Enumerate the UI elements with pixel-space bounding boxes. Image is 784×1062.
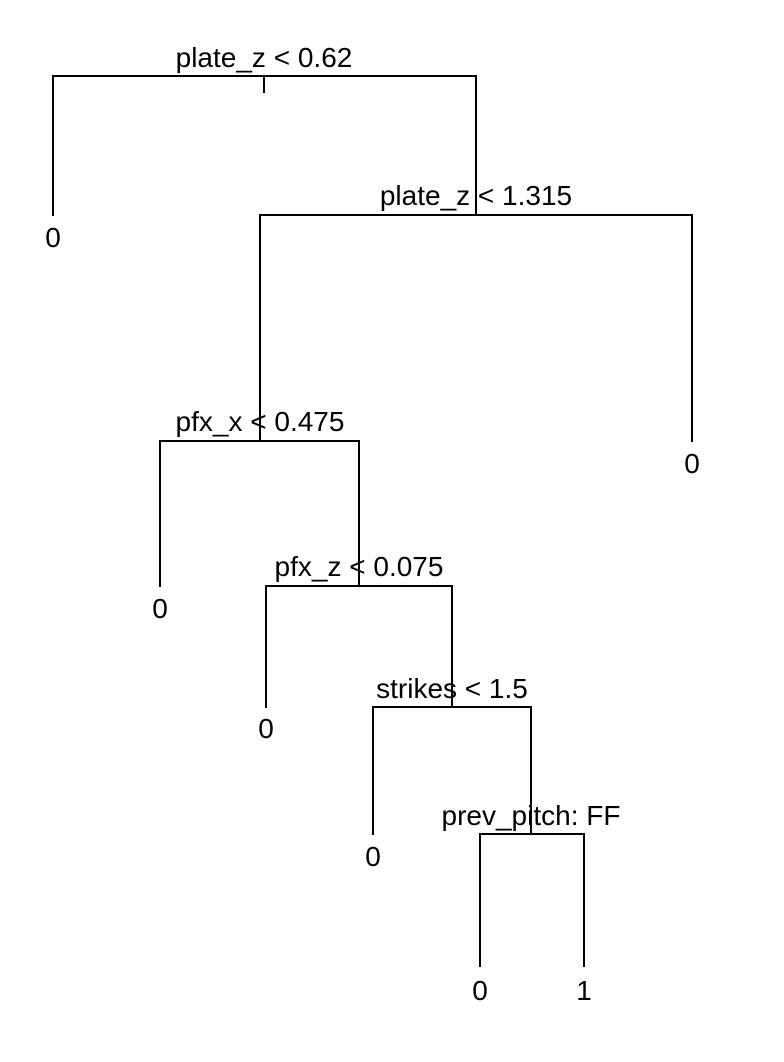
leaf-label-l6: 0: [472, 975, 488, 1006]
split-label-n6: prev_pitch: FF: [442, 800, 621, 831]
leaf-label-l2: 0: [684, 448, 700, 479]
split-label-n3: pfx_x < 0.475: [176, 406, 345, 437]
leaf-label-l3: 0: [152, 593, 168, 624]
leaf-label-l1: 0: [45, 222, 61, 253]
split-labels: plate_z < 0.62 plate_z < 1.315 pfx_x < 0…: [176, 42, 621, 831]
leaf-label-l4: 0: [258, 713, 274, 744]
split-label-n5: strikes < 1.5: [376, 673, 528, 704]
split-label-n1: plate_z < 0.62: [176, 42, 353, 73]
tree-edges: [52, 75, 693, 967]
leaf-label-l5: 0: [365, 841, 381, 872]
split-label-n4: pfx_z < 0.075: [275, 551, 444, 582]
leaf-labels: 0 0 0 0 0 0 1: [45, 222, 700, 1006]
leaf-label-l7: 1: [576, 975, 592, 1006]
split-label-n2: plate_z < 1.315: [380, 180, 572, 211]
